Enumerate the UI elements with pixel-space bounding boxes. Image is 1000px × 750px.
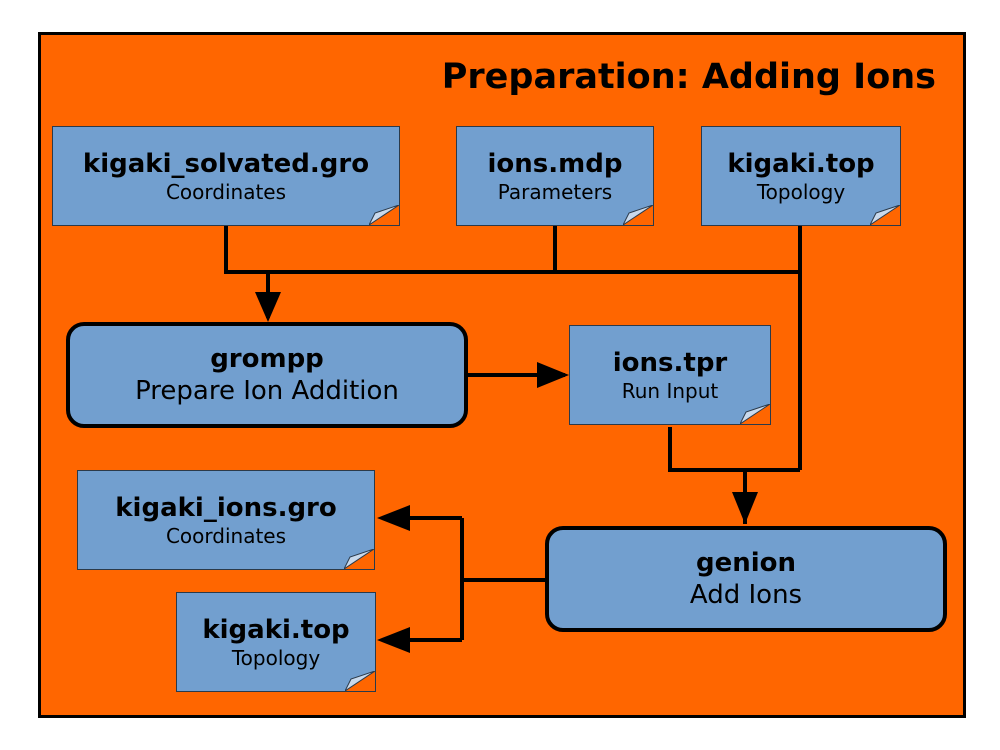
- process-description: Prepare Ion Addition: [135, 376, 399, 406]
- page-fold-icon: [369, 205, 399, 225]
- grompp-process: grompp Prepare Ion Addition: [66, 322, 468, 428]
- doc-description: Run Input: [621, 379, 719, 404]
- doc-description: Coordinates: [165, 180, 287, 205]
- arrowhead-tpr: [537, 362, 569, 388]
- process-name: grompp: [210, 343, 324, 374]
- doc-filename: kigaki_ions.gro: [115, 492, 337, 523]
- run-input-doc-tpr: ions.tpr Run Input: [569, 325, 771, 425]
- doc-filename: ions.mdp: [487, 148, 623, 179]
- process-description: Add Ions: [689, 580, 803, 610]
- input-doc-topology: kigaki.top Topology: [701, 126, 901, 226]
- arrowhead-ions-gro: [377, 505, 410, 531]
- genion-process: genion Add Ions: [545, 526, 947, 632]
- arrowhead-grompp: [255, 292, 281, 322]
- output-doc-ions-gro: kigaki_ions.gro Coordinates: [77, 470, 375, 570]
- output-doc-topology: kigaki.top Topology: [176, 592, 376, 692]
- doc-description: Parameters: [497, 180, 613, 205]
- doc-filename: kigaki.top: [727, 148, 875, 179]
- doc-description: Topology: [756, 180, 846, 205]
- page-fold-icon: [345, 671, 375, 691]
- input-doc-ions-mdp: ions.mdp Parameters: [456, 126, 654, 226]
- connector-solvated-gro: [224, 226, 800, 274]
- page-fold-icon: [870, 205, 900, 225]
- arrowhead-genion: [732, 492, 758, 524]
- doc-description: Coordinates: [165, 524, 287, 549]
- process-name: genion: [695, 547, 797, 578]
- diagram-title: Preparation: Adding Ions: [441, 57, 936, 97]
- connector-tpr-genion: [668, 427, 800, 472]
- arrowhead-top-out: [377, 627, 410, 653]
- doc-filename: kigaki_solvated.gro: [82, 148, 370, 179]
- page-fold-icon: [344, 549, 374, 569]
- input-doc-solvated-gro: kigaki_solvated.gro Coordinates: [52, 126, 400, 226]
- doc-filename: kigaki.top: [202, 614, 350, 645]
- page-fold-icon: [623, 205, 653, 225]
- doc-filename: ions.tpr: [612, 347, 728, 378]
- doc-description: Topology: [231, 646, 321, 671]
- page-fold-icon: [740, 404, 770, 424]
